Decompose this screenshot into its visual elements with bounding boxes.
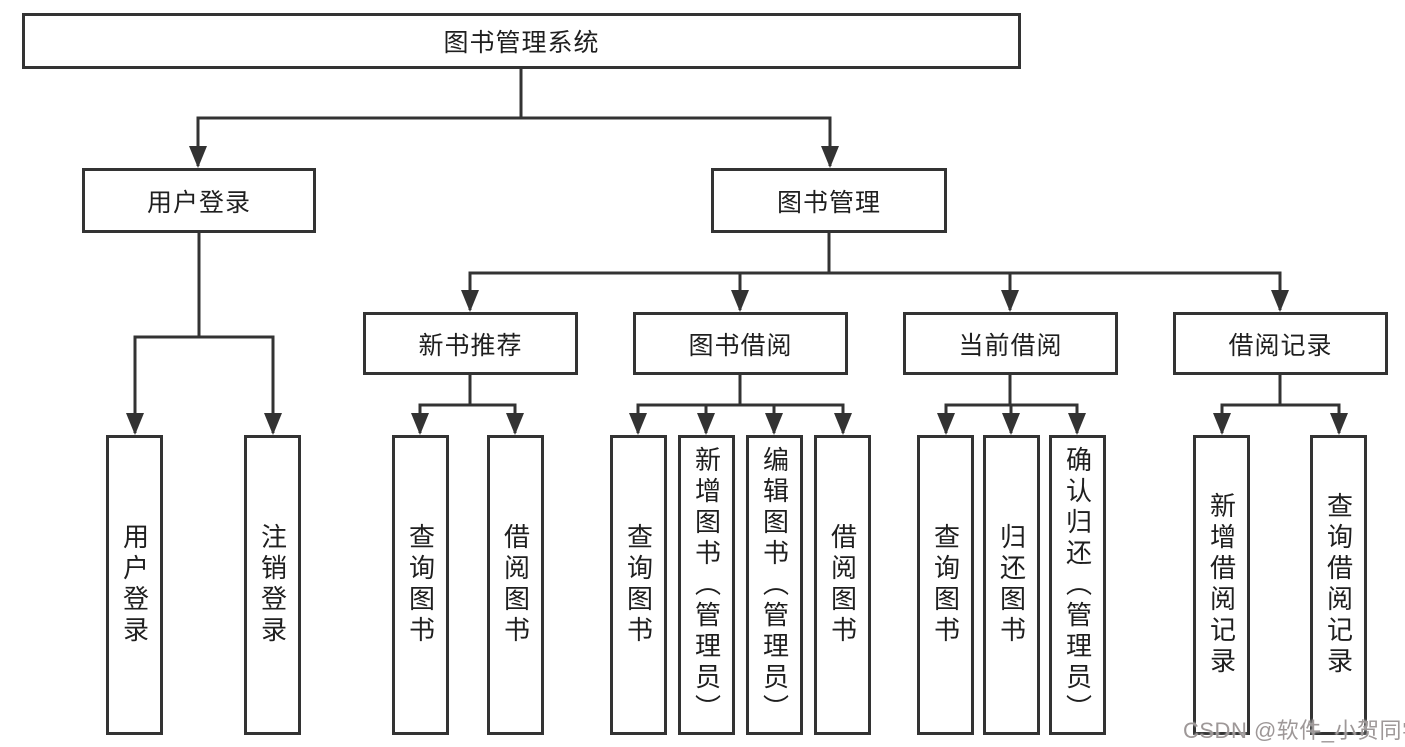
node-root-system: 图书管理系统 — [22, 13, 1021, 69]
node-logout-leaf: 注销登录 — [244, 435, 301, 735]
node-add-borrow-record-leaf: 新增借阅记录 — [1193, 435, 1250, 735]
csdn-watermark: CSDN @软件_小贺同学 — [1183, 718, 1405, 743]
node-add-books-admin-leaf: 新增图书（管理员） — [678, 435, 735, 735]
node-label: 确认归还（管理员） — [1062, 445, 1093, 725]
node-root-label: 图书管理系统 — [443, 29, 600, 57]
node-label: 归还图书 — [996, 523, 1027, 647]
node-borrow-books-leaf: 借阅图书 — [814, 435, 871, 735]
node-label: 用户登录 — [146, 188, 251, 217]
node-user-login-leaf: 用户登录 — [106, 435, 163, 735]
node-edit-books-admin-leaf: 编辑图书（管理员） — [746, 435, 803, 735]
node-book-management: 图书管理 — [711, 168, 947, 233]
node-label: 查询借阅记录 — [1323, 492, 1354, 678]
node-label: 查询图书 — [623, 523, 654, 647]
node-query-books-leaf: 查询图书 — [610, 435, 667, 735]
node-label: 查询图书 — [405, 523, 436, 647]
node-label: 借阅图书 — [827, 523, 858, 647]
node-query-borrow-record-leaf: 查询借阅记录 — [1310, 435, 1367, 735]
node-label: 新书推荐 — [418, 331, 523, 360]
node-label: 查询图书 — [930, 523, 961, 647]
node-label: 借阅记录 — [1228, 331, 1333, 360]
node-book-borrow: 图书借阅 — [633, 312, 848, 375]
node-borrow-books-leaf: 借阅图书 — [487, 435, 544, 735]
node-user-login-branch: 用户登录 — [82, 168, 316, 233]
node-label: 新增借阅记录 — [1206, 492, 1237, 678]
node-label: 当前借阅 — [958, 331, 1063, 360]
node-query-books-leaf: 查询图书 — [392, 435, 449, 735]
arrowheads — [126, 146, 1348, 435]
node-borrow-records: 借阅记录 — [1173, 312, 1388, 375]
node-confirm-return-admin-leaf: 确认归还（管理员） — [1049, 435, 1106, 735]
node-label: 图书借阅 — [688, 331, 793, 360]
node-return-books-leaf: 归还图书 — [983, 435, 1040, 735]
node-label: 图书管理 — [776, 188, 881, 217]
node-label: 借阅图书 — [500, 523, 531, 647]
node-label: 注销登录 — [257, 523, 288, 647]
node-label: 新增图书（管理员） — [691, 445, 722, 725]
node-new-book-recommend: 新书推荐 — [363, 312, 578, 375]
node-query-books-leaf: 查询图书 — [917, 435, 974, 735]
node-label: 用户登录 — [119, 523, 150, 647]
node-current-borrow: 当前借阅 — [903, 312, 1118, 375]
node-label: 编辑图书（管理员） — [759, 445, 790, 725]
